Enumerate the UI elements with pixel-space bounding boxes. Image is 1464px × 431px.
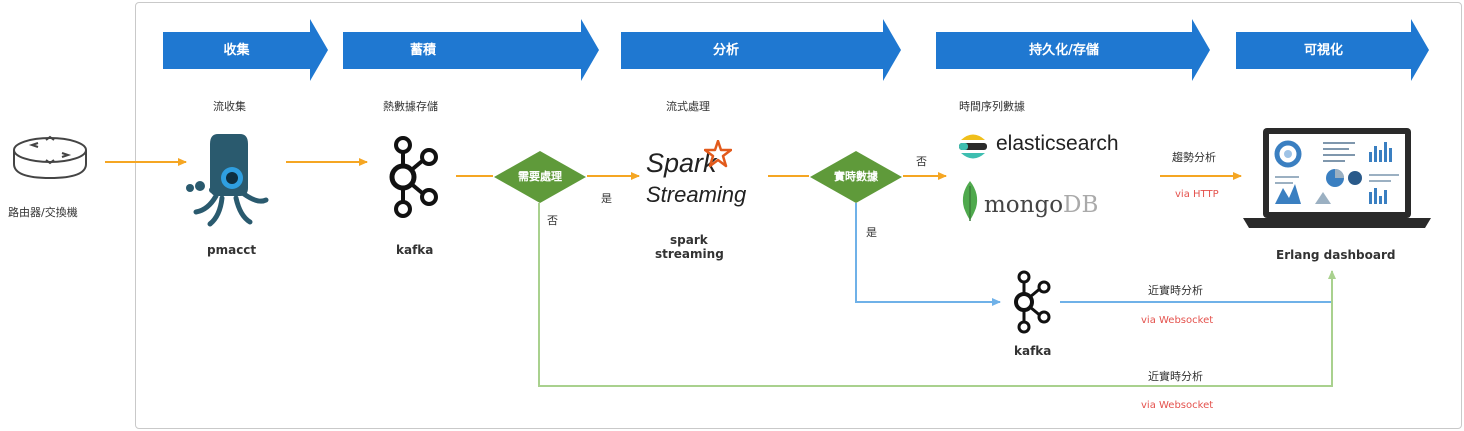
diagram-frame bbox=[135, 2, 1462, 429]
edge-label-near-rt-2: 近實時分析 bbox=[1148, 370, 1203, 383]
mongodb-word-db: DB bbox=[1063, 192, 1099, 218]
elasticsearch-logo: elasticsearch bbox=[958, 130, 1138, 166]
router-icon bbox=[10, 130, 90, 190]
mongodb-word-mongo: mongo bbox=[984, 192, 1064, 218]
edge-label-trend: 趨勢分析 bbox=[1172, 151, 1216, 164]
edge-label-via-http: via HTTP bbox=[1175, 189, 1219, 200]
elasticsearch-word: elasticsearch bbox=[996, 132, 1119, 155]
kafka-icon bbox=[385, 135, 441, 220]
mongodb-logo: mongoDB bbox=[958, 180, 1118, 224]
edge-label-no-1: 否 bbox=[547, 214, 558, 227]
pmacct-octopus-icon bbox=[184, 130, 274, 230]
mongodb-word: mongoDB bbox=[984, 192, 1098, 218]
caption-analyze: 流式處理 bbox=[666, 100, 710, 113]
stage-accumulate-label: 蓄積 bbox=[409, 43, 436, 58]
router-label: 路由器/交換機 bbox=[8, 206, 78, 219]
dashboard-laptop-icon bbox=[1243, 126, 1431, 230]
spark-streaming-logo: Spark Streaming bbox=[644, 140, 764, 212]
stage-persist-label: 持久化/存儲 bbox=[1029, 43, 1099, 58]
decision-realtime: 實時數據 bbox=[810, 151, 902, 203]
stage-analyze-label: 分析 bbox=[712, 43, 739, 58]
kafka-label: kafka bbox=[396, 243, 434, 257]
edge-label-yes-1: 是 bbox=[601, 192, 612, 205]
decision-need-processing-label: 需要處理 bbox=[518, 170, 562, 183]
pmacct-label: pmacct bbox=[207, 243, 257, 257]
kafka-label-2: kafka bbox=[1014, 344, 1052, 358]
spark-logo-word: Spark bbox=[646, 148, 717, 178]
caption-store: 熱數據存儲 bbox=[383, 100, 438, 113]
edge-label-yes-2: 是 bbox=[866, 226, 877, 239]
spark-star-icon bbox=[704, 140, 732, 168]
stage-visualize-label: 可視化 bbox=[1303, 43, 1343, 58]
decision-need-processing: 需要處理 bbox=[494, 151, 586, 203]
kafka-icon-2 bbox=[1010, 270, 1054, 334]
edge-label-near-rt-1: 近實時分析 bbox=[1148, 284, 1203, 297]
edge-decision2-kafka2 bbox=[855, 203, 1001, 306]
spark-label-2: streaming bbox=[655, 247, 724, 261]
caption-collect: 流收集 bbox=[213, 100, 246, 113]
decision-realtime-label: 實時數據 bbox=[834, 170, 878, 183]
mongodb-leaf-icon bbox=[962, 181, 978, 221]
elasticsearch-icon bbox=[959, 134, 987, 159]
edge-decision-dashboard bbox=[538, 203, 1336, 387]
edge-label-no-2: 否 bbox=[916, 155, 927, 168]
streaming-logo-word: Streaming bbox=[646, 182, 747, 207]
stage-collect-label: 收集 bbox=[223, 43, 250, 58]
spark-label-1: spark bbox=[670, 233, 708, 247]
edge-label-via-ws-1: via Websocket bbox=[1141, 315, 1214, 326]
caption-timeseries: 時間序列數據 bbox=[959, 100, 1025, 113]
edge-label-via-ws-2: via Websocket bbox=[1141, 400, 1214, 411]
dashboard-label: Erlang dashboard bbox=[1276, 248, 1396, 262]
